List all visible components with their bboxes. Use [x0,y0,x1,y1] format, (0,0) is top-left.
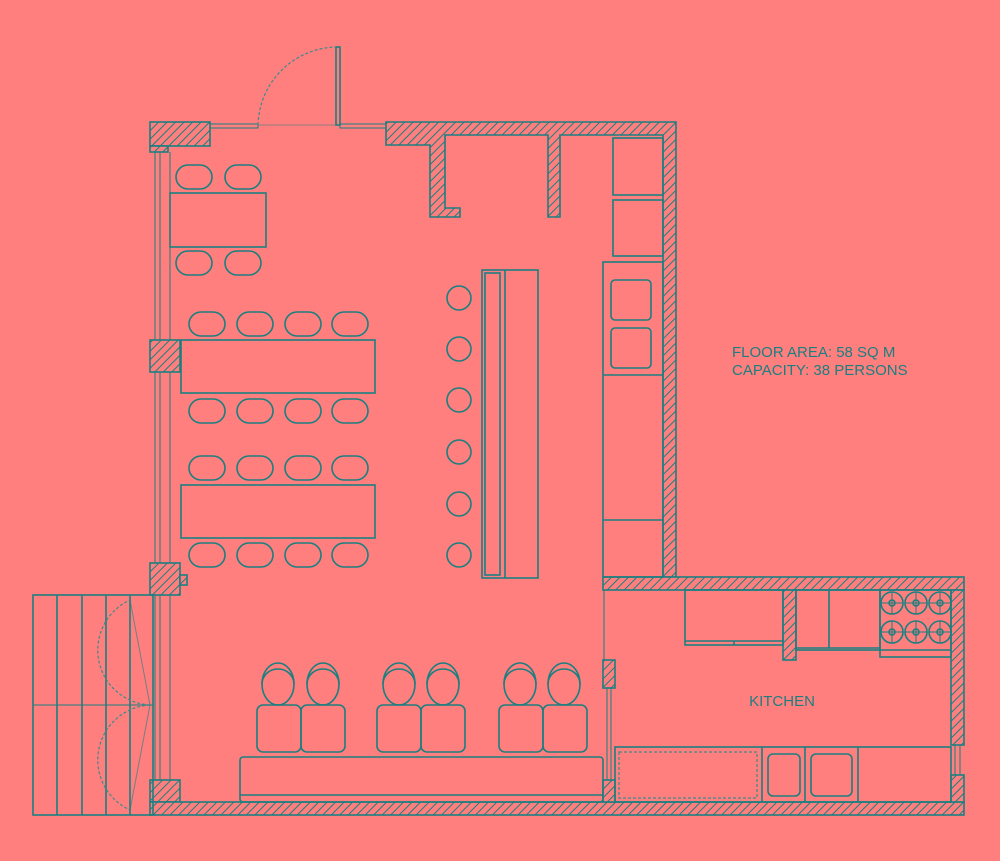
bar-counter [481,269,539,579]
chair [175,164,213,190]
storage-shelves [602,137,664,578]
chair [331,398,369,424]
chair [188,311,226,337]
bar-stool [446,336,472,362]
chair [224,164,262,190]
armchair-back [306,668,340,685]
sofa-seat [542,704,588,753]
burner-grate [905,621,927,643]
sofa-seat [376,704,422,753]
chair [188,542,226,568]
chair [284,542,322,568]
bar-stool [446,439,472,465]
chair [175,250,213,276]
burner-grate [881,621,903,643]
floor-area-label: FLOOR AREA: 58 SQ M [732,344,895,361]
bar-stool [446,285,472,311]
table [180,484,376,539]
chair [188,455,226,481]
chair [236,542,274,568]
chair [188,398,226,424]
armchair-back [261,668,295,685]
walls [149,121,965,816]
bar-stool [446,542,472,568]
stairs [32,594,154,816]
chair [236,455,274,481]
capacity-label: CAPACITY: 38 PERSONS [732,362,908,379]
kitchen-equipment [614,589,952,803]
sofa-seat [420,704,466,753]
bar-stool [446,491,472,517]
kitchen-label: KITCHEN [749,693,815,710]
armchair-back [426,668,460,685]
bar-stool [446,387,472,413]
sofa-seat [256,704,302,753]
entrance-door[interactable] [257,46,341,126]
armchair-back [503,668,537,685]
burner-grate [929,592,951,614]
chair [331,311,369,337]
armchair-back [382,668,416,685]
chair [284,311,322,337]
sofa-seat [498,704,544,753]
chair [236,311,274,337]
table [180,339,376,394]
chair [284,398,322,424]
table [169,192,267,248]
bar-stools [446,285,472,568]
sofa-seat [300,704,346,753]
stove-burners [880,591,952,644]
windows [154,123,961,780]
armchair-back [547,668,581,685]
chair [284,455,322,481]
lounge-seating [239,662,604,803]
dining-area [169,164,376,568]
chair [331,542,369,568]
burner-grate [929,621,951,643]
chair [331,455,369,481]
chair [236,398,274,424]
burner-grate [881,592,903,614]
chair [224,250,262,276]
side-double-door[interactable] [97,599,151,811]
burner-grate [905,592,927,614]
